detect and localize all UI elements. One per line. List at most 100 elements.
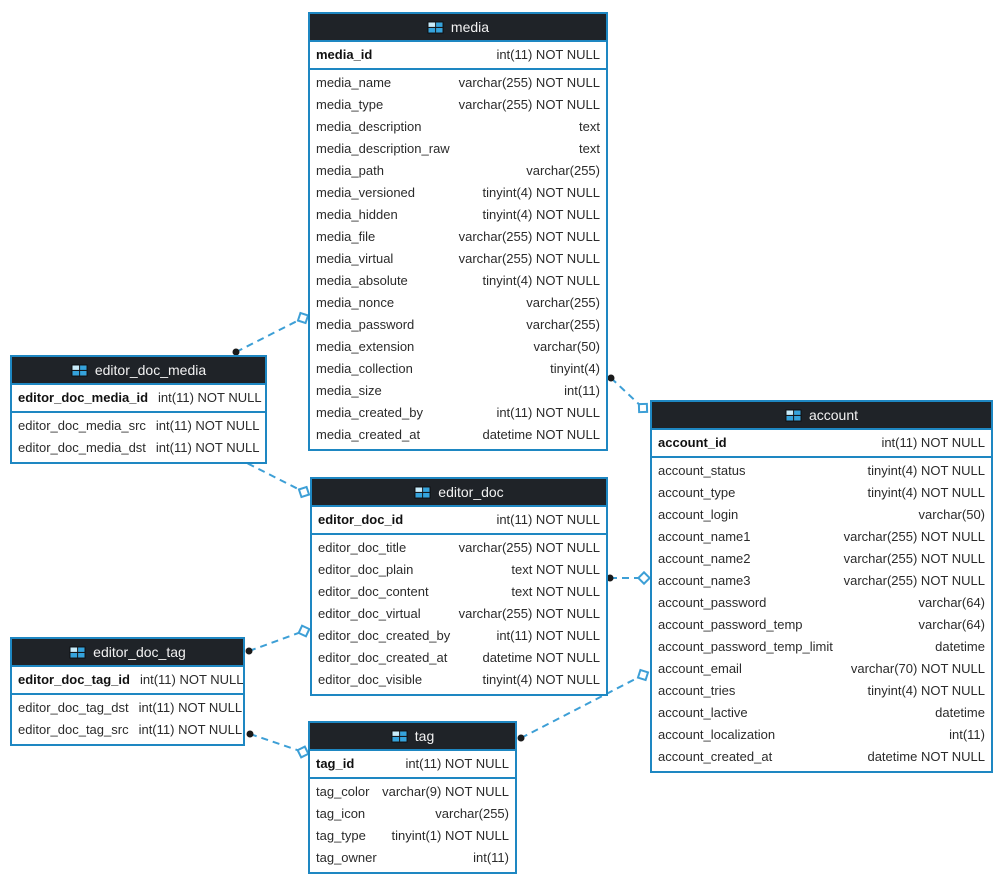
table-row[interactable]: account_type tinyint(4) NOT NULL [652,482,991,504]
primary-key-section: media_id int(11) NOT NULL [310,42,606,70]
table-row[interactable]: media_name varchar(255) NOT NULL [310,72,606,94]
table-row[interactable]: media_file varchar(255) NOT NULL [310,226,606,248]
table-header[interactable]: editor_doc_media [12,357,265,385]
field-name: media_versioned [316,185,416,200]
table-editor_doc_media[interactable]: editor_doc_media editor_doc_media_id int… [10,355,267,464]
table-row[interactable]: editor_doc_created_by int(11) NOT NULL [312,625,606,647]
primary-key-row[interactable]: tag_id int(11) NOT NULL [310,753,515,775]
primary-key-row[interactable]: media_id int(11) NOT NULL [310,44,606,66]
table-row[interactable]: tag_color varchar(9) NOT NULL [310,781,515,803]
field-type: int(11) NOT NULL [138,722,243,737]
field-type: tinyint(1) NOT NULL [391,828,509,843]
table-row[interactable]: account_name1 varchar(255) NOT NULL [652,526,991,548]
field-name: editor_doc_media_id [18,390,149,405]
field-name: editor_doc_tag_dst [18,700,129,715]
field-name: editor_doc_title [318,540,407,555]
relationship-line-tag-account[interactable] [520,674,644,739]
table-tag[interactable]: tag tag_id int(11) NOT NULL tag_color va… [308,721,517,874]
field-type: int(11) NOT NULL [496,405,600,420]
table-row[interactable]: account_password_temp varchar(64) [652,614,991,636]
table-row[interactable]: editor_doc_created_at datetime NOT NULL [312,647,606,669]
table-row[interactable]: media_hidden tinyint(4) NOT NULL [310,204,606,226]
table-row[interactable]: media_extension varchar(50) [310,336,606,358]
field-type: int(11) NOT NULL [158,390,262,405]
table-media[interactable]: media media_id int(11) NOT NULL media_na… [308,12,608,451]
relationship-source-dot [246,730,254,738]
primary-key-row[interactable]: editor_doc_id int(11) NOT NULL [312,509,606,531]
field-type: varchar(64) [918,595,985,610]
table-row[interactable]: editor_doc_virtual varchar(255) NOT NULL [312,603,606,625]
table-account[interactable]: account account_id int(11) NOT NULL acco… [650,400,993,773]
field-name: account_password [658,595,767,610]
table-row[interactable]: editor_doc_title varchar(255) NOT NULL [312,537,606,559]
table-row[interactable]: account_lactive datetime [652,702,991,724]
field-type: datetime NOT NULL [867,749,985,764]
relationship-source-dot [517,734,525,742]
table-row[interactable]: editor_doc_tag_dst int(11) NOT NULL [12,697,243,719]
table-row[interactable]: editor_doc_media_src int(11) NOT NULL [12,415,265,437]
table-header[interactable]: editor_doc_tag [12,639,243,667]
table-row[interactable]: account_created_at datetime NOT NULL [652,746,991,768]
table-row[interactable]: editor_doc_visible tinyint(4) NOT NULL [312,669,606,691]
table-title: account [808,407,859,423]
table-row[interactable]: media_type varchar(255) NOT NULL [310,94,606,116]
table-row[interactable]: editor_doc_content text NOT NULL [312,581,606,603]
table-editor_doc_tag[interactable]: editor_doc_tag editor_doc_tag_id int(11)… [10,637,245,746]
table-row[interactable]: media_description text [310,116,606,138]
table-row[interactable]: account_password_temp_limit datetime [652,636,991,658]
table-row[interactable]: media_virtual varchar(255) NOT NULL [310,248,606,270]
table-row[interactable]: media_description_raw text [310,138,606,160]
fields-section: editor_doc_title varchar(255) NOT NULL e… [312,535,606,694]
table-row[interactable]: account_tries tinyint(4) NOT NULL [652,680,991,702]
table-row[interactable]: account_login varchar(50) [652,504,991,526]
relationship-line-editor_doc_media-media[interactable] [235,317,304,353]
relationship-line-media-account[interactable] [610,377,644,409]
field-name: editor_doc_id [318,512,404,527]
table-row[interactable]: media_absolute tinyint(4) NOT NULL [310,270,606,292]
table-header[interactable]: account [652,402,991,430]
field-type: tinyint(4) NOT NULL [867,485,985,500]
table-row[interactable]: account_email varchar(70) NOT NULL [652,658,991,680]
table-row[interactable]: editor_doc_plain text NOT NULL [312,559,606,581]
table-row[interactable]: tag_type tinyint(1) NOT NULL [310,825,515,847]
table-row[interactable]: media_collection tinyint(4) [310,358,606,380]
table-row[interactable]: editor_doc_tag_src int(11) NOT NULL [12,719,243,741]
table-row[interactable]: account_name3 varchar(255) NOT NULL [652,570,991,592]
relationship-line-editor_doc_tag-editor_doc[interactable] [248,630,305,652]
table-row[interactable]: media_path varchar(255) [310,160,606,182]
primary-key-row[interactable]: editor_doc_tag_id int(11) NOT NULL [12,669,244,691]
table-row[interactable]: account_localization int(11) [652,724,991,746]
table-title: editor_doc [438,484,504,500]
field-type: datetime NOT NULL [482,427,600,442]
table-header[interactable]: tag [310,723,515,751]
table-row[interactable]: account_name2 varchar(255) NOT NULL [652,548,991,570]
field-name: editor_doc_tag_id [18,672,130,687]
table-row[interactable]: editor_doc_media_dst int(11) NOT NULL [12,437,265,459]
table-row[interactable]: account_status tinyint(4) NOT NULL [652,460,991,482]
field-name: account_tries [658,683,736,698]
table-editor_doc[interactable]: editor_doc editor_doc_id int(11) NOT NUL… [310,477,608,696]
table-header[interactable]: media [310,14,606,42]
field-type: int(11) NOT NULL [496,47,600,62]
field-name: media_extension [316,339,415,354]
table-row[interactable]: account_password varchar(64) [652,592,991,614]
relationship-line-editor_doc_tag-tag[interactable] [249,733,304,753]
table-row[interactable]: media_nonce varchar(255) [310,292,606,314]
table-row[interactable]: media_created_by int(11) NOT NULL [310,402,606,424]
table-row[interactable]: media_created_at datetime NOT NULL [310,424,606,446]
table-row[interactable]: media_password varchar(255) [310,314,606,336]
fields-section: editor_doc_media_src int(11) NOT NULL ed… [12,413,265,462]
table-row[interactable]: media_versioned tinyint(4) NOT NULL [310,182,606,204]
primary-key-row[interactable]: editor_doc_media_id int(11) NOT NULL [12,387,265,409]
table-row[interactable]: media_size int(11) [310,380,606,402]
primary-key-row[interactable]: account_id int(11) NOT NULL [652,432,991,454]
fields-section: tag_color varchar(9) NOT NULL tag_icon v… [310,779,515,872]
table-title: editor_doc_tag [93,644,186,660]
field-name: tag_id [316,756,355,771]
field-type: varchar(255) NOT NULL [458,606,600,621]
table-row[interactable]: tag_icon varchar(255) [310,803,515,825]
table-row[interactable]: tag_owner int(11) [310,847,515,869]
table-header[interactable]: editor_doc [312,479,606,507]
